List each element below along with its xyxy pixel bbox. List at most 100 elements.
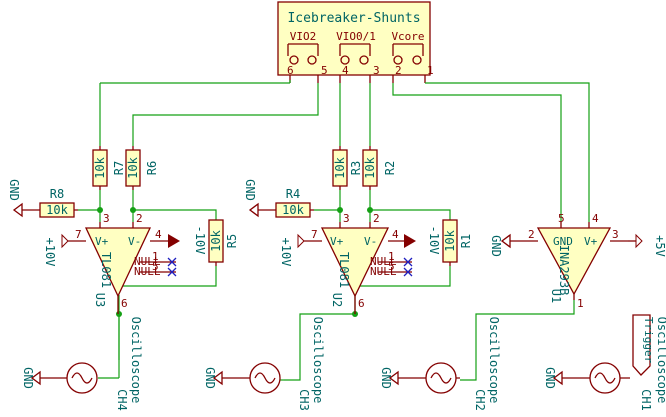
- svg-text:2: 2: [136, 212, 143, 225]
- u3-part: TL081: [99, 252, 113, 288]
- trigger-label: Trigger: [642, 317, 655, 364]
- svg-text:GND: GND: [7, 179, 21, 201]
- shunt-bracket-vio01: [339, 43, 371, 56]
- u2-pos-supply: +10V: [279, 238, 293, 267]
- shunt-terminal: [393, 55, 403, 65]
- shunt-pin-3: 3: [373, 64, 380, 77]
- u1-ref: U1: [549, 289, 563, 303]
- svg-text:1: 1: [152, 250, 159, 263]
- svg-text:1: 1: [577, 297, 584, 310]
- svg-text:NULL: NULL: [370, 265, 397, 278]
- svg-text:2: 2: [528, 228, 535, 241]
- svg-text:6: 6: [358, 297, 365, 310]
- scope-ch4-channel: CH4: [115, 389, 129, 411]
- scope-ch4: GND Oscilloscope CH4: [21, 317, 143, 411]
- svg-text:4: 4: [392, 228, 399, 241]
- junction-dot: [367, 207, 373, 213]
- u3-ref: U3: [93, 293, 107, 307]
- trigger-flag: [632, 314, 651, 376]
- wire-vcore-u1: [392, 83, 562, 222]
- shunt-bracket-vcore: [392, 43, 424, 56]
- svg-text:GND: GND: [243, 179, 257, 201]
- shunt-label-vio01: VIO0/1: [336, 30, 376, 43]
- r4-ref: R4: [286, 187, 300, 201]
- scope-ch3: GND Oscilloscope CH3: [203, 317, 325, 411]
- svg-text:GND: GND: [379, 367, 393, 389]
- r1-value: 10k: [443, 229, 457, 251]
- shunt-label-vcore: Vcore: [391, 30, 424, 43]
- amp-u1: GND V+ 2 5 4 3 1 GND +5V INA293B U1: [489, 212, 666, 310]
- u1-supply: +5V: [653, 235, 666, 257]
- shunt-pin-1: 1: [427, 64, 434, 77]
- shunt-pins: [289, 75, 426, 83]
- u2-part: TL081: [337, 252, 351, 288]
- r2-ref: R2: [383, 161, 397, 175]
- svg-text:GND: GND: [21, 367, 35, 389]
- svg-text:V+: V+: [95, 235, 109, 248]
- svg-text:NULL: NULL: [134, 255, 161, 268]
- resistor-r2: 10k R2: [362, 146, 397, 190]
- wire-vio2-r6: [132, 83, 319, 146]
- svg-text:7: 7: [75, 228, 82, 241]
- svg-text:1: 1: [388, 250, 395, 263]
- scope-ch1: GND Oscilloscope CH1 Trigger: [543, 314, 666, 411]
- opamp-u3: V+ V- NULL NULL 7 3 2 4 1 5 6 +10V -10V …: [43, 212, 207, 314]
- r2-value: 10k: [363, 156, 377, 178]
- u3-pos-supply: +10V: [43, 238, 57, 267]
- shunt-terminal: [289, 55, 299, 65]
- wires: [78, 80, 590, 381]
- r6-ref: R6: [145, 161, 159, 175]
- resistor-r1: 10k R1: [442, 219, 473, 266]
- wire-u2-plus: [314, 190, 341, 222]
- u3-neg-supply: -10V: [193, 226, 207, 255]
- wire-u1-out: [460, 300, 575, 381]
- wire-vcore-u1-plus: [425, 82, 590, 222]
- r8-value: 10k: [46, 203, 68, 217]
- svg-text:V+: V+: [584, 235, 598, 248]
- shunt-block-title: Icebreaker-Shunts: [287, 11, 420, 26]
- scope-ch2-channel: CH2: [473, 389, 487, 411]
- scope-ch1-label: Oscilloscope: [655, 317, 666, 404]
- wire-u3-plus: [78, 190, 101, 222]
- u2-neg-supply: -10V: [427, 226, 441, 255]
- svg-text:GND: GND: [203, 367, 217, 389]
- resistor-r8: 10k R8: [34, 187, 78, 218]
- svg-text:V-: V-: [364, 235, 377, 248]
- wire-u2-out: [284, 266, 451, 381]
- svg-text:6: 6: [121, 297, 128, 310]
- scope-ch4-label: Oscilloscope: [129, 317, 143, 404]
- resistor-r4: 10k R4: [270, 187, 314, 218]
- shunt-block: Icebreaker-Shunts VIO2 VIO0/1 Vcore 6 5 …: [277, 1, 434, 83]
- scope-ch2: GND Oscilloscope CH2: [379, 317, 501, 411]
- shunt-terminal: [340, 55, 350, 65]
- junction-dot: [97, 207, 103, 213]
- wire-vio2-r7: [99, 80, 291, 146]
- svg-text:V-: V-: [128, 235, 141, 248]
- scope-ch3-label: Oscilloscope: [311, 317, 325, 404]
- r3-value: 10k: [333, 156, 347, 178]
- resistor-r7: 10k R7: [92, 146, 126, 190]
- shunt-bracket-vio2: [287, 43, 319, 56]
- svg-text:7: 7: [311, 228, 318, 241]
- shunt-pin-2: 2: [395, 64, 402, 77]
- r3-ref: R3: [349, 161, 363, 175]
- resistor-r3: 10k R3: [332, 146, 363, 190]
- resistor-r5: 10k R5: [208, 219, 239, 266]
- r4-value: 10k: [282, 203, 304, 217]
- r7-value: 10k: [93, 156, 107, 178]
- junction-dot: [337, 207, 343, 213]
- svg-text:GND: GND: [553, 235, 573, 248]
- scope-ch1-channel: CH1: [639, 389, 653, 411]
- wire-u3-minus: [132, 190, 217, 222]
- r5-ref: R5: [225, 234, 239, 248]
- shunt-pin-4: 4: [342, 64, 349, 77]
- gnd-r8: GND: [7, 179, 34, 218]
- svg-text:NULL: NULL: [370, 255, 397, 268]
- u1-gnd: GND: [489, 235, 503, 257]
- gnd-r4: GND: [243, 179, 270, 218]
- svg-text:2: 2: [373, 212, 380, 225]
- svg-text:NULL: NULL: [134, 265, 161, 278]
- shunt-label-vio2: VIO2: [290, 30, 317, 43]
- svg-text:5: 5: [388, 260, 395, 273]
- junction-dot: [130, 207, 136, 213]
